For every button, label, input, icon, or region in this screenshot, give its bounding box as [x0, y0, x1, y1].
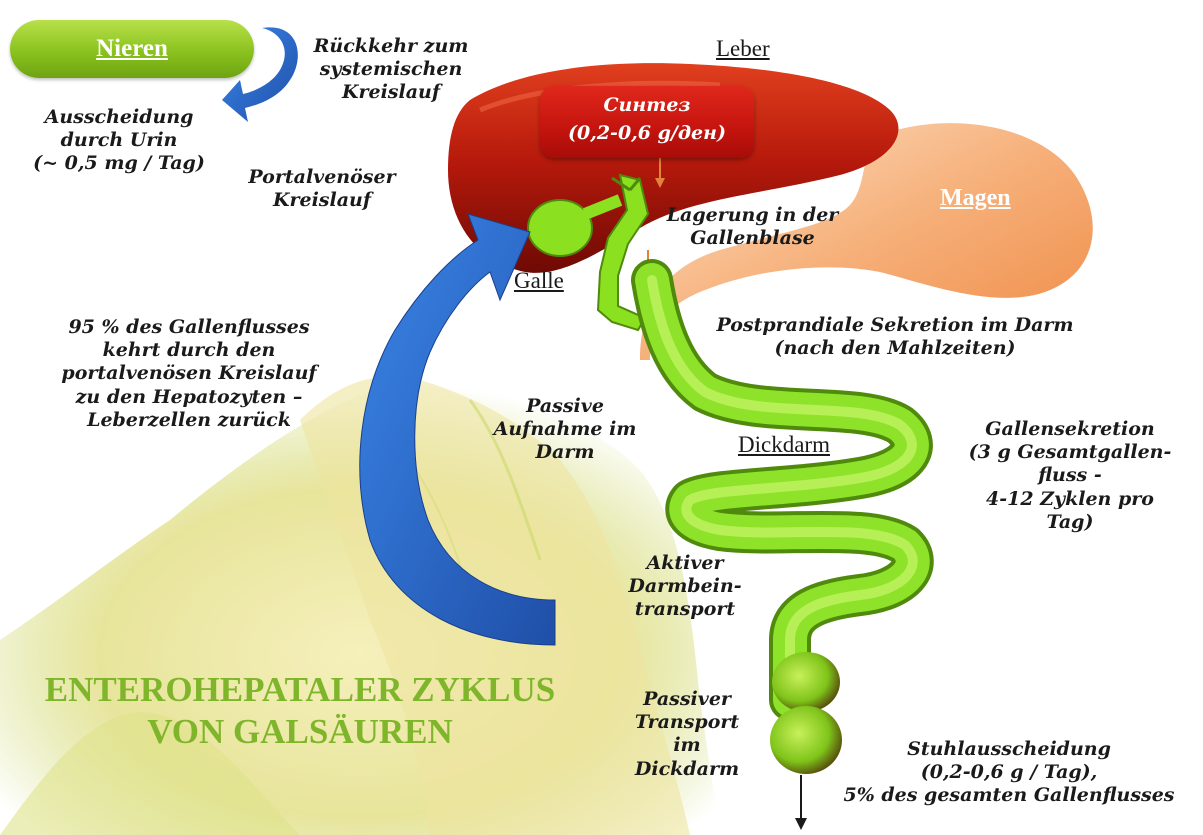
- active-ileal-transport-label: Aktiver Darmbein- transport: [600, 552, 770, 622]
- bile-secretion-label: Gallensekretion (3 g Gesamtgallen- fluss…: [955, 418, 1185, 534]
- nieren-label-box: Nieren: [10, 20, 254, 78]
- diagram-title-line1: ENTEROHEPATALER ZYKLUS: [20, 670, 580, 710]
- return-systemic-label: Rückkehr zum systemischen Kreislauf: [296, 35, 486, 105]
- excretion-arrow: [795, 775, 807, 830]
- bile-return-label: 95 % des Gallenflusses kehrt durch den p…: [30, 316, 348, 432]
- urine-excretion-label: Ausscheidung durch Urin (~ 0,5 mg / Tag): [16, 106, 222, 176]
- portal-circulation-label: Portalvenöser Kreislauf: [232, 166, 412, 212]
- passive-uptake-label: Passive Aufnahme im Darm: [490, 395, 640, 465]
- fecal-excretion-label: Stuhlausscheidung (0,2-0,6 g / Tag), 5% …: [820, 738, 1198, 808]
- synthesis-rate: (0,2-0,6 g/ден): [540, 122, 754, 144]
- leber-label: Leber: [716, 36, 770, 62]
- magen-label: Magen: [940, 185, 1011, 212]
- postprandial-secretion-label: Postprandiale Sekretion im Darm (nach de…: [700, 314, 1090, 360]
- diagram-title-line2: VON GALSÄUREN: [20, 712, 580, 752]
- synthesis-title: Синтез: [540, 94, 754, 116]
- dickdarm-label: Dickdarm: [738, 432, 830, 458]
- gallbladder-storage-label: Lagerung in der Gallenblase: [650, 204, 855, 250]
- nieren-label: Nieren: [96, 35, 168, 63]
- synthesis-box: Синтез (0,2-0,6 g/ден): [540, 86, 754, 158]
- passive-colon-transport-label: Passiver Transport im Dickdarm: [612, 688, 762, 781]
- galle-label: Galle: [514, 268, 564, 294]
